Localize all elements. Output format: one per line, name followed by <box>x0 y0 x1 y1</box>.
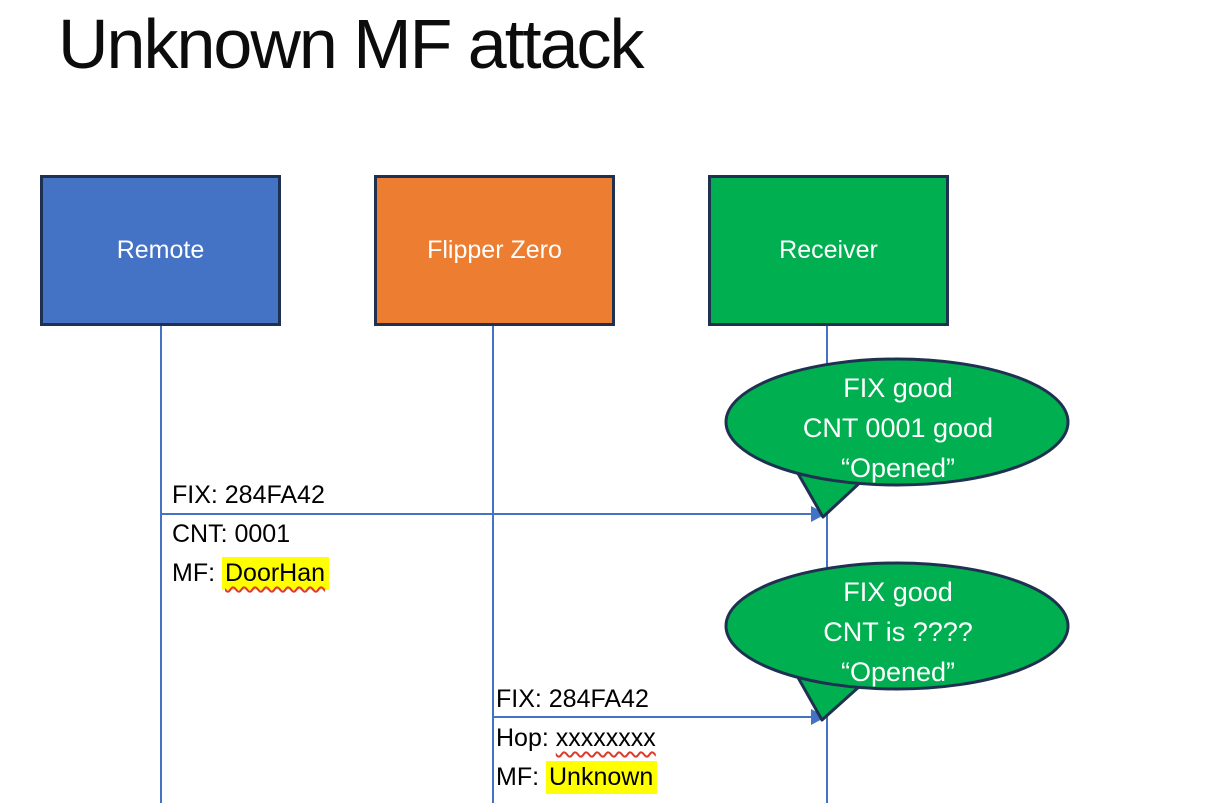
actor-label-flipper-zero: Flipper Zero <box>427 236 562 264</box>
actor-box-remote: Remote <box>40 175 281 326</box>
lifeline-receiver <box>826 326 828 803</box>
highlighted-unknown: Unknown <box>546 761 658 794</box>
callout-1-text: FIX good CNT 0001 good “Opened” <box>802 373 994 483</box>
actor-label-receiver: Receiver <box>779 236 878 264</box>
message-2-line-fix: FIX: 284FA42 <box>496 685 649 713</box>
callout-2-text: FIX good CNT is ???? “Opened” <box>823 577 973 687</box>
squiggle-hop-value: xxxxxxxx <box>555 724 656 752</box>
highlighted-doorhan: DoorHan <box>222 557 330 590</box>
callout-1-ellipse <box>724 357 1070 487</box>
callout-2-shape <box>724 561 1070 722</box>
page-title: Unknown MF attack <box>58 5 645 83</box>
callout-1-shape <box>724 357 1070 519</box>
message-1-line-mf: MF: DoorHan <box>172 554 330 593</box>
message-2-label: FIX: 284FA42 Hop: xxxxxxxx MF: Unknown <box>496 680 658 797</box>
message-2-line-hop: Hop: xxxxxxxx <box>496 724 656 752</box>
actor-label-remote: Remote <box>116 236 205 264</box>
actor-box-receiver: Receiver <box>708 175 949 326</box>
message-1-label: FIX: 284FA42 CNT: 0001 MF: DoorHan <box>172 476 330 593</box>
callout-bubble-1: FIX good CNT 0001 good “Opened” <box>718 352 1082 524</box>
lifeline-remote <box>160 326 162 803</box>
message-1-arrow-line <box>161 513 812 515</box>
actor-box-flipper-zero: Flipper Zero <box>374 175 615 326</box>
message-2-line-mf: MF: Unknown <box>496 758 658 797</box>
callout-bubble-2: FIX good CNT is ???? “Opened” <box>718 556 1082 728</box>
message-1-line-fix: FIX: 284FA42 <box>172 481 325 509</box>
callout-2-ellipse <box>724 561 1070 691</box>
message-2-arrow-line <box>493 716 812 718</box>
message-1-line-cnt: CNT: 0001 <box>172 520 291 548</box>
lifeline-flipper-zero <box>492 326 494 803</box>
